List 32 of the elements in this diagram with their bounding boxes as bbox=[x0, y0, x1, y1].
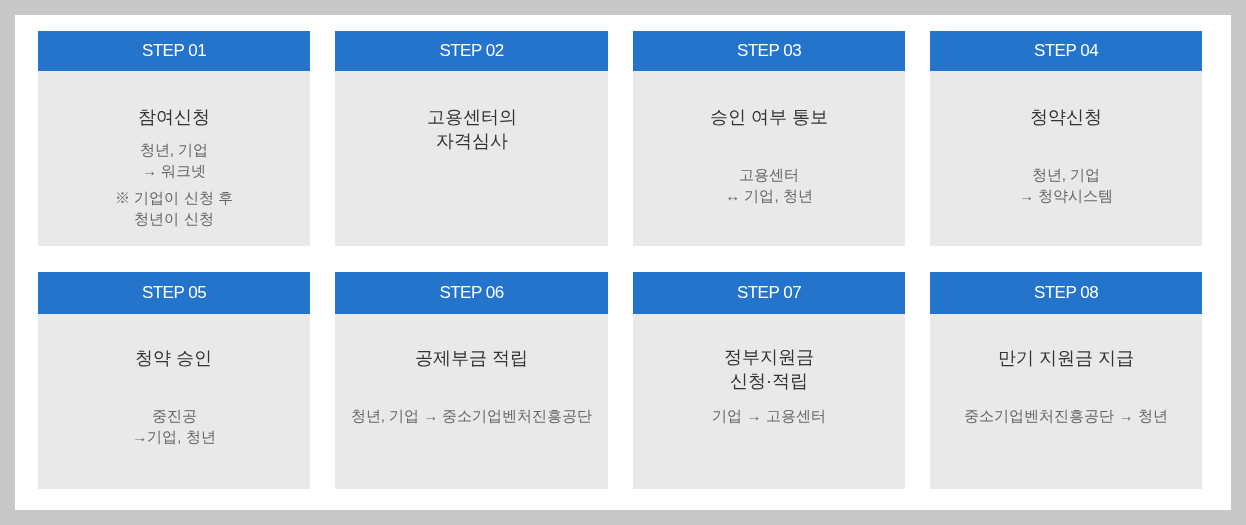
step-card bbox=[633, 31, 905, 246]
step-description: 중소기업벤처진흥공단 → 청년 bbox=[964, 406, 1168, 426]
step-note: ※ 기업이 신청 후 청년이 신청 bbox=[115, 188, 233, 229]
step-title: 청약 승인 bbox=[135, 347, 213, 370]
step-card bbox=[633, 272, 905, 489]
step-card bbox=[335, 31, 608, 246]
step-header: STEP 08 bbox=[930, 272, 1202, 314]
step-title: 참여신청 bbox=[138, 106, 210, 129]
step-title: 정부지원금 신청·적립 bbox=[724, 346, 814, 393]
step-description: 청년, 기업 → 중소기업벤처진흥공단 bbox=[350, 406, 593, 426]
step-header: STEP 07 bbox=[633, 272, 905, 314]
step-title: 만기 지원금 지급 bbox=[998, 347, 1134, 370]
step-card bbox=[930, 272, 1202, 489]
step-header: STEP 03 bbox=[633, 31, 905, 71]
step-card bbox=[335, 272, 608, 489]
step-header: STEP 04 bbox=[930, 31, 1202, 71]
step-card bbox=[38, 272, 310, 489]
step-header: STEP 02 bbox=[335, 31, 608, 71]
step-card bbox=[38, 31, 310, 246]
step-header: STEP 06 bbox=[335, 272, 608, 314]
step-description: 중진공 →기업, 청년 bbox=[132, 406, 216, 447]
step-title: 승인 여부 통보 bbox=[710, 106, 828, 129]
step-card bbox=[930, 31, 1202, 246]
step-header: STEP 05 bbox=[38, 272, 310, 314]
step-title: 청약신청 bbox=[1030, 106, 1102, 129]
step-description: 청년, 기업 → 워크넷 bbox=[139, 140, 209, 181]
step-header: STEP 01 bbox=[38, 31, 310, 71]
step-description: 청년, 기업 → 청약시스템 bbox=[1018, 165, 1114, 206]
step-description: 기업 → 고용센터 bbox=[712, 406, 826, 426]
step-title: 고용센터의 자격심사 bbox=[426, 106, 517, 153]
step-title: 공제부금 적립 bbox=[415, 347, 528, 370]
step-description: 고용센터 ↔ 기업, 청년 bbox=[725, 165, 813, 206]
